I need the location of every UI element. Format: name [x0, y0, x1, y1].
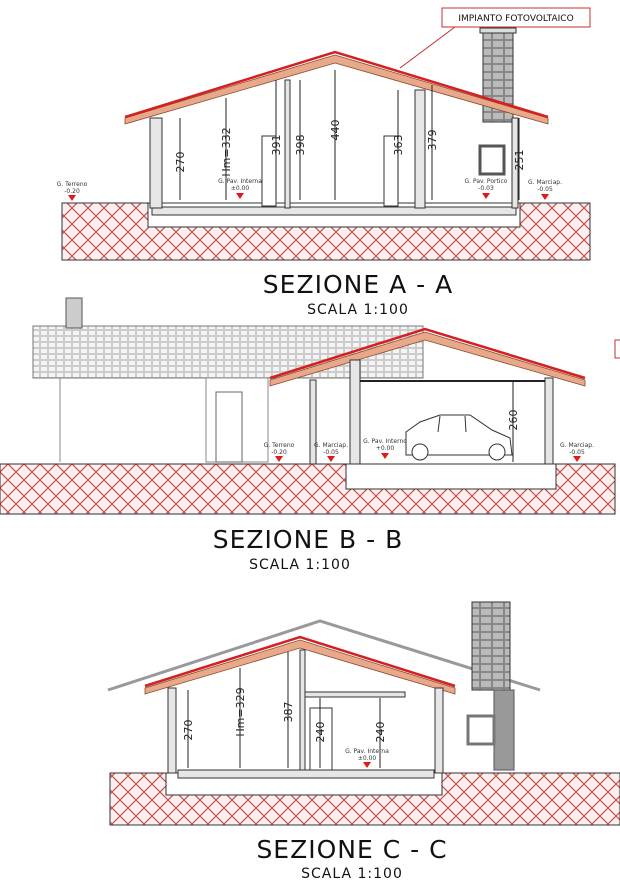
svg-text:±0.00: ±0.00: [231, 185, 250, 192]
lintel: [304, 691, 406, 698]
level-marker: G. Marciap. -0.05: [528, 179, 562, 200]
callout-leader: [399, 26, 456, 69]
level-marker: G. Pav. Interna ±0.00: [345, 748, 389, 768]
dim-label: 240: [314, 722, 327, 743]
section-scale: SCALA 1:100: [301, 866, 403, 882]
wall: [284, 79, 291, 209]
dim-label: 363: [392, 135, 405, 156]
roof-timber: [144, 639, 456, 695]
dim-label: 260: [507, 410, 520, 431]
background-roof: [107, 619, 541, 692]
roof-timber: [124, 54, 549, 125]
chimney: [65, 297, 83, 329]
dim-label: 440: [329, 120, 342, 141]
dim-label: Hm=329: [234, 687, 247, 736]
chimney-stack: [493, 689, 515, 771]
dim-label: 251: [513, 150, 526, 171]
wall: [167, 687, 177, 774]
dim-label: 398: [294, 135, 307, 156]
svg-text:G. Pav. Portico: G. Pav. Portico: [465, 178, 508, 185]
level-marker: G. Pav. Portico -0.03: [465, 178, 508, 199]
level-marker: G. Marciap. -0.05: [560, 442, 594, 462]
pv-panels: [124, 50, 549, 119]
dim-label: Hm=332: [220, 127, 233, 176]
svg-text:-0.05: -0.05: [323, 449, 339, 456]
roof-timber: [269, 331, 586, 387]
floor-slab: [151, 206, 517, 216]
chimney: [471, 601, 511, 691]
tiled-roof: [32, 325, 424, 379]
wall: [434, 687, 444, 774]
svg-text:G. Marciap.: G. Marciap.: [560, 442, 594, 449]
wall: [544, 377, 554, 465]
svg-text:-0.05: -0.05: [569, 449, 585, 456]
callout-box: [441, 7, 591, 28]
svg-text:G. Marciap.: G. Marciap.: [314, 442, 348, 449]
svg-text:-0.03: -0.03: [478, 185, 494, 192]
section-b: 260 G. Terreno -0.20 G. Marciap. -0.05 G…: [0, 297, 620, 573]
floor-slab: [177, 769, 435, 779]
car: [405, 414, 513, 461]
level-marker: G. Terreno -0.20: [57, 181, 88, 201]
level-marker: G. Pav. Interno +0.00: [363, 438, 407, 459]
section-title: SEZIONE A - A: [263, 270, 453, 299]
fireplace: [466, 714, 496, 746]
dim-label: 391: [270, 135, 283, 156]
wall: [414, 89, 426, 209]
wall: [149, 117, 163, 209]
svg-text:G. Terreno: G. Terreno: [264, 442, 295, 449]
foundation: [345, 463, 557, 490]
svg-text:-0.20: -0.20: [64, 188, 80, 195]
pv-panels: [144, 635, 456, 688]
chimney-cap: [479, 27, 517, 34]
wall: [511, 117, 519, 209]
svg-text:G. Pav. Interna: G. Pav. Interna: [218, 178, 262, 185]
svg-text:G. Marciap.: G. Marciap.: [528, 179, 562, 186]
section-a: 270 Hm=332 391 398 440 363 379 251 G. Te…: [57, 7, 591, 318]
svg-text:G. Pav. Interno: G. Pav. Interno: [363, 438, 407, 445]
wall: [349, 359, 361, 465]
svg-text:+0.00: +0.00: [376, 445, 395, 452]
wall: [299, 649, 306, 774]
dim-label: 387: [282, 702, 295, 723]
svg-text:G. Terreno: G. Terreno: [57, 181, 88, 188]
svg-text:±0.00: ±0.00: [358, 755, 377, 762]
door: [215, 391, 243, 463]
fireplace: [478, 144, 506, 176]
section-title: SEZIONE C - C: [256, 835, 447, 864]
pv-panels: [269, 327, 586, 380]
dim-label: 270: [174, 152, 187, 173]
wall: [309, 379, 317, 465]
callout-box-edge: [614, 339, 620, 359]
dim-label: 240: [374, 722, 387, 743]
level-marker: G. Pav. Interna ±0.00: [218, 178, 262, 199]
section-scale: SCALA 1:100: [307, 302, 409, 318]
level-marker: G. Marciap. -0.05: [314, 442, 348, 462]
dimension-lines: [179, 70, 520, 200]
section-c: 270 Hm=329 387 240 240 G. Pav. Interna ±…: [107, 601, 620, 882]
svg-text:G. Pav. Interna: G. Pav. Interna: [345, 748, 389, 755]
dimension-lines: [187, 652, 381, 768]
callout-label: IMPIANTO FOTOVOLTAICO: [458, 14, 573, 24]
dim-label: 379: [426, 130, 439, 151]
level-marker: G. Terreno -0.20: [264, 442, 295, 462]
dim-label: 270: [182, 720, 195, 741]
section-scale: SCALA 1:100: [249, 557, 351, 573]
svg-text:-0.20: -0.20: [271, 449, 287, 456]
section-title: SEZIONE B - B: [213, 525, 404, 554]
svg-text:-0.05: -0.05: [537, 186, 553, 193]
